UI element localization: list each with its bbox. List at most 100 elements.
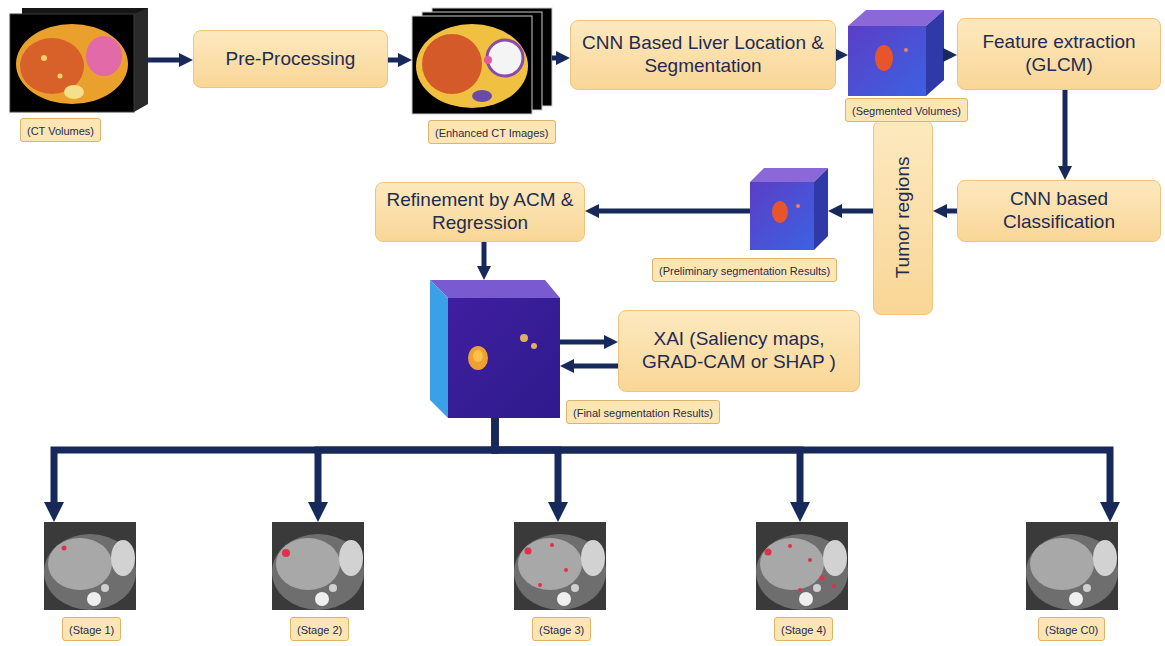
ct-spine xyxy=(64,85,84,99)
flow-arrow xyxy=(836,53,840,58)
caption-text: (Stage C0) xyxy=(1045,624,1098,636)
process-box: Refinement by ACM & Regression xyxy=(375,182,585,242)
caption-badge: (CT Volumes) xyxy=(20,118,101,142)
cube-front xyxy=(848,26,926,96)
tumor-dot xyxy=(765,549,772,556)
flow-arrow xyxy=(568,364,618,369)
stage-ct-image xyxy=(44,522,136,610)
tumor-dot xyxy=(832,584,836,588)
vertical-label: Tumor regions xyxy=(892,157,915,279)
tumor-blob xyxy=(468,346,488,370)
stage-image: (Stage 4) xyxy=(756,522,848,610)
tumor-blob-core xyxy=(473,350,483,362)
stage-image: (Stage 2) xyxy=(272,522,364,610)
stage-images xyxy=(44,522,1118,610)
branch-arrow xyxy=(54,418,495,511)
ct-volume-illustration xyxy=(10,8,148,112)
stage-image: (Stage 3) xyxy=(514,522,606,610)
ct-spot xyxy=(58,74,63,79)
cube-side xyxy=(430,280,448,418)
box-label: Refinement by ACM & Regression xyxy=(376,189,584,235)
volume-cube-image: (Final segmentation Results) xyxy=(430,280,560,418)
ct-spot xyxy=(41,55,47,61)
caption-text: (Final segmentation Results) xyxy=(573,407,713,419)
tumor-blob xyxy=(531,343,537,349)
tumor-dot xyxy=(798,588,802,592)
process-box: XAI (Saliency maps, GRAD-CAM or SHAP ) xyxy=(618,310,860,392)
stage-ct-image xyxy=(756,522,848,610)
caption-text: (Stage 1) xyxy=(69,624,114,636)
tumor-dot xyxy=(564,568,568,572)
branch-arrow xyxy=(495,418,558,511)
caption-badge: (Stage 1) xyxy=(62,617,121,641)
caption-badge: (Segmented Volumes) xyxy=(845,98,968,122)
flow-arrow xyxy=(482,242,487,272)
volume-cube-image: (Preliminary segmentation Results) xyxy=(750,168,828,250)
cube-front xyxy=(448,298,560,418)
tumor-dot xyxy=(282,549,290,557)
caption-text: (CT Volumes) xyxy=(27,125,94,137)
tumor-blob xyxy=(904,48,908,52)
enhanced-ct-illustration xyxy=(412,8,552,114)
cube-side xyxy=(926,10,944,96)
tumor-dot xyxy=(788,544,792,548)
flow-arrow xyxy=(1063,90,1068,172)
cube-top xyxy=(430,280,560,298)
caption-text: (Stage 3) xyxy=(539,624,584,636)
caption-text: (Enhanced CT Images) xyxy=(435,127,549,139)
box-label: CNN Based Liver Location & Segmentation xyxy=(571,32,835,78)
process-box: Feature extraction (GLCM) xyxy=(957,18,1161,90)
tumor-dot xyxy=(820,576,825,581)
preliminary-cube xyxy=(750,168,828,250)
ct-volume-image: (CT Volumes) xyxy=(10,8,148,112)
caption-badge: (Preliminary segmentation Results) xyxy=(652,258,837,282)
caption-text: (Stage 2) xyxy=(297,624,342,636)
volume-cube-image: (Segmented Volumes) xyxy=(848,10,944,96)
flow-arrow xyxy=(836,209,873,214)
stage-ct-image xyxy=(514,522,606,610)
ct-body xyxy=(416,24,528,108)
ct-liver xyxy=(422,34,482,94)
caption-text: (Preliminary segmentation Results) xyxy=(659,265,830,277)
final-cube xyxy=(430,280,560,418)
tumor-dot xyxy=(808,558,812,562)
box-label: CNN based Classification xyxy=(958,188,1160,234)
flow-arrow xyxy=(560,340,610,345)
caption-badge: (Stage 4) xyxy=(774,617,833,641)
tumor-dot xyxy=(525,548,532,555)
stage-image: (Stage C0) xyxy=(1026,522,1118,610)
box-label: Pre-Processing xyxy=(216,48,366,71)
tumor-dot xyxy=(550,543,554,547)
process-box: CNN based Classification xyxy=(957,180,1161,242)
flow-arrow xyxy=(552,56,562,61)
connectors xyxy=(54,55,1110,511)
branch-arrow xyxy=(495,418,1110,511)
caption-badge: (Stage 3) xyxy=(532,617,591,641)
ct-spine xyxy=(472,90,492,102)
caption-text: (Stage 4) xyxy=(781,624,826,636)
branch-arrow xyxy=(495,418,800,511)
tumor-blob xyxy=(772,201,788,223)
flow-arrow xyxy=(593,209,750,214)
process-box: CNN Based Liver Location & Segmentation xyxy=(570,20,836,90)
caption-badge: (Stage C0) xyxy=(1038,617,1105,641)
ct-slices-image: (Enhanced CT Images) xyxy=(412,8,552,114)
tumor-dot xyxy=(62,546,67,551)
tumor-blob xyxy=(796,204,800,208)
ct-slice-front xyxy=(10,14,134,112)
branch-arrow xyxy=(318,418,495,511)
box-label: Feature extraction (GLCM) xyxy=(958,31,1160,77)
tumor-dot xyxy=(538,583,542,587)
ct-stomach xyxy=(86,36,122,76)
stage-ct-image xyxy=(272,522,364,610)
ct-body xyxy=(16,24,128,104)
caption-badge: (Enhanced CT Images) xyxy=(428,120,556,144)
stage-image: (Stage 1) xyxy=(44,522,136,610)
segmented-volume-cube xyxy=(848,10,944,96)
flow-arrow xyxy=(941,209,957,214)
cube-side xyxy=(814,168,828,250)
flow-arrow xyxy=(944,53,949,58)
